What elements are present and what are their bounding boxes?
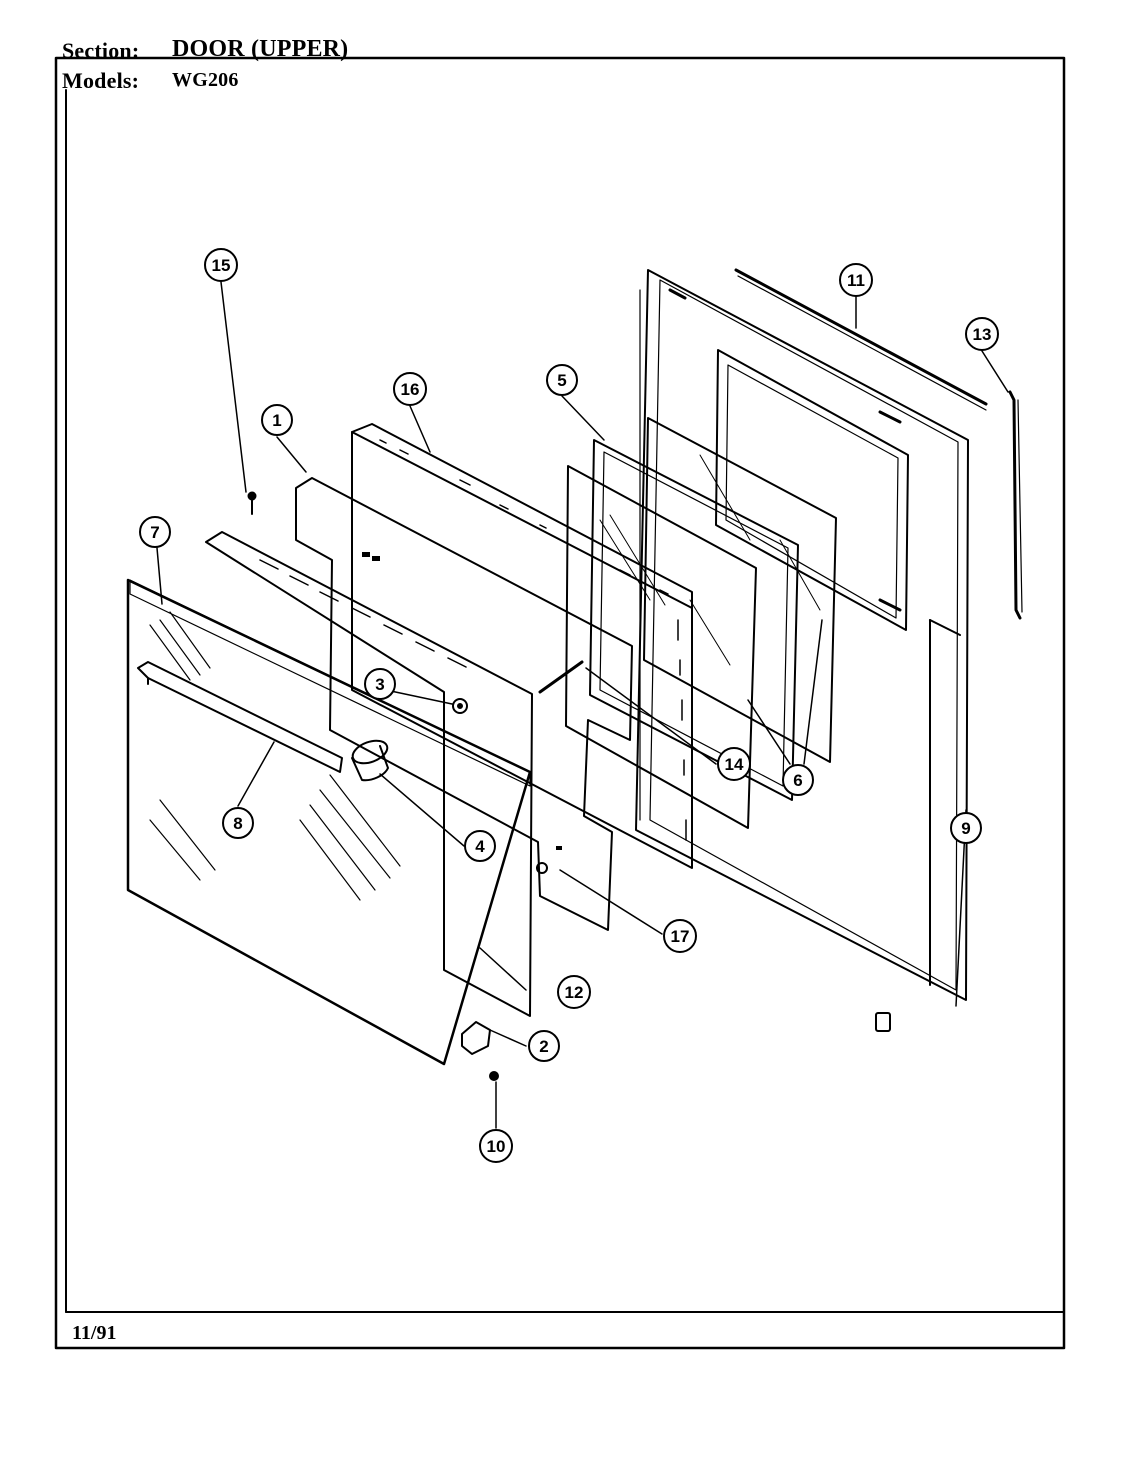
callout-15: 15 bbox=[204, 248, 238, 282]
callout-5: 5 bbox=[546, 364, 578, 396]
callout-8: 8 bbox=[222, 807, 254, 839]
callout-6: 6 bbox=[782, 764, 814, 796]
callout-label: 14 bbox=[725, 755, 744, 774]
callout-label: 2 bbox=[539, 1037, 548, 1056]
diagram-frame bbox=[54, 56, 1066, 1350]
callout-label: 9 bbox=[961, 819, 970, 838]
callout-label: 13 bbox=[973, 325, 992, 344]
revision-date: 11/91 bbox=[72, 1322, 117, 1344]
callout-label: 16 bbox=[401, 380, 420, 399]
hardware-parts bbox=[247, 491, 584, 1081]
part-5-glass-frame bbox=[589, 439, 799, 801]
callout-11: 11 bbox=[839, 263, 873, 297]
callout-label: 11 bbox=[847, 271, 865, 290]
part-12-door-liner bbox=[205, 531, 533, 1017]
part-11-top-trim bbox=[734, 268, 988, 411]
callout-17: 17 bbox=[663, 919, 697, 953]
part-13-side-trim bbox=[1008, 390, 1023, 620]
part-16-insulation bbox=[351, 423, 693, 869]
callout-label: 4 bbox=[475, 837, 485, 856]
callout-label: 5 bbox=[557, 371, 566, 390]
callout-9: 9 bbox=[950, 812, 982, 844]
part-1-inner-panel bbox=[295, 477, 633, 931]
models-value: WG206 bbox=[172, 69, 239, 91]
callout-label: 1 bbox=[272, 411, 281, 430]
callout-1: 1 bbox=[261, 404, 293, 436]
callout-label: 6 bbox=[793, 771, 802, 790]
callout-label: 7 bbox=[150, 523, 159, 542]
callout-10: 10 bbox=[479, 1129, 513, 1163]
callout-label: 12 bbox=[565, 983, 584, 1002]
part-6-glass-panels bbox=[565, 417, 837, 829]
callout-label: 3 bbox=[375, 675, 384, 694]
part-9-door-frame bbox=[635, 269, 969, 1032]
callout-label: 10 bbox=[487, 1137, 506, 1156]
callout-13: 13 bbox=[965, 317, 999, 351]
callout-label: 15 bbox=[212, 256, 231, 275]
callout-4: 4 bbox=[464, 830, 496, 862]
callout-label: 17 bbox=[671, 927, 690, 946]
part-8-handle bbox=[137, 661, 343, 773]
callout-16: 16 bbox=[393, 372, 427, 406]
models-label: Models: bbox=[62, 68, 140, 93]
callout-2: 2 bbox=[528, 1030, 560, 1062]
part-7-outer-door-panel bbox=[126, 578, 532, 1066]
callout-7: 7 bbox=[139, 516, 171, 548]
part-4-knob bbox=[351, 739, 389, 782]
callout-3: 3 bbox=[364, 668, 396, 700]
callout-14: 14 bbox=[717, 747, 751, 781]
callout-12: 12 bbox=[557, 975, 591, 1009]
callout-label: 8 bbox=[233, 814, 242, 833]
